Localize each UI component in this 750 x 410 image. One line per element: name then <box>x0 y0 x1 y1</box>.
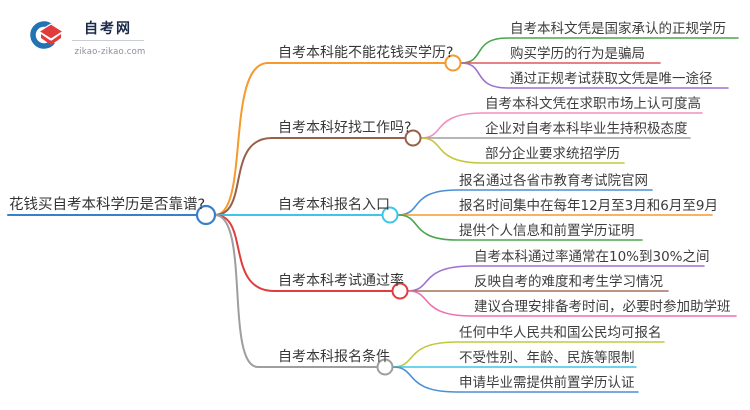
leaf-3-2[interactable]: 报名时间集中在每年12月至3月和6月至9月 <box>459 198 718 214</box>
leaf-4-3[interactable]: 建议合理安排备考时间，必要时参加助学班 <box>474 299 731 315</box>
leaf-line-4-3 <box>407 290 737 317</box>
branch-2-node-circle[interactable] <box>404 129 422 147</box>
central-topic[interactable]: 花钱买自考本科学历是否靠谱? <box>9 197 206 213</box>
leaf-1-1[interactable]: 自考本科文凭是国家承认的正规学历 <box>510 21 726 37</box>
branch-3-label[interactable]: 自考本科报名入口 <box>278 197 390 213</box>
leaf-4-1[interactable]: 自考本科通过率通常在10%到30%之间 <box>474 249 710 265</box>
branch-4-node-circle[interactable] <box>391 282 409 300</box>
leaf-line-5-3 <box>392 366 639 393</box>
leaf-1-3[interactable]: 通过正规考试获取文凭是唯一途径 <box>510 71 713 87</box>
trunk-branch-5 <box>214 214 378 368</box>
leaf-4-2[interactable]: 反映自考的难度和考生学习情况 <box>474 274 663 290</box>
leaf-line-2-1 <box>420 112 703 139</box>
trunk-branch-2 <box>214 137 406 216</box>
leaf-1-2[interactable]: 购买学历的行为是骗局 <box>510 46 645 62</box>
leaf-line-1-3 <box>460 62 729 89</box>
logo-title: 自考网 <box>84 21 132 37</box>
logo-graduation-cap-icon <box>30 21 65 49</box>
leaf-5-2[interactable]: 不受性别、年龄、民族等限制 <box>459 350 635 366</box>
trunk-branch-4 <box>214 214 393 292</box>
leaf-3-1[interactable]: 报名通过各省市教育考试院官网 <box>459 173 648 189</box>
branch-5-label[interactable]: 自考本科报名条件 <box>278 349 390 365</box>
leaf-line-5-1 <box>392 341 665 368</box>
leaf-2-3[interactable]: 部分企业要求统招学历 <box>485 146 620 162</box>
logo-domain: zikao-zikao.com <box>74 47 146 57</box>
leaf-line-3-3 <box>397 214 643 241</box>
branch-4-label[interactable]: 自考本科考试通过率 <box>278 273 404 289</box>
central-node-circle[interactable] <box>195 204 217 226</box>
leaf-2-2[interactable]: 企业对自考本科毕业生持积极态度 <box>485 121 688 137</box>
leaf-line-2-3 <box>420 137 625 164</box>
branch-1-label[interactable]: 自考本科能不能花钱买学历? <box>278 45 454 61</box>
branch-3-node-circle[interactable] <box>381 206 399 224</box>
trunk-branch-1 <box>214 62 446 216</box>
leaf-5-3[interactable]: 申请毕业需提供前置学历认证 <box>459 375 635 391</box>
leaf-line-4-1 <box>407 265 705 292</box>
branch-1-node-circle[interactable] <box>444 54 462 72</box>
branch-2-label[interactable]: 自考本科好找工作吗? <box>278 120 412 136</box>
logo-divider <box>72 40 144 41</box>
leaf-5-1[interactable]: 任何中华人民共和国公民均可报名 <box>459 325 662 341</box>
leaf-2-1[interactable]: 自考本科文凭在求职市场上认可度高 <box>485 96 701 112</box>
leaf-3-3[interactable]: 提供个人信息和前置学历证明 <box>459 223 635 239</box>
branch-5-node-circle[interactable] <box>376 358 394 376</box>
leaf-line-3-1 <box>397 189 653 216</box>
site-logo[interactable]: 自考网 zikao-zikao.com <box>28 14 148 58</box>
leaf-line-1-1 <box>460 37 739 64</box>
